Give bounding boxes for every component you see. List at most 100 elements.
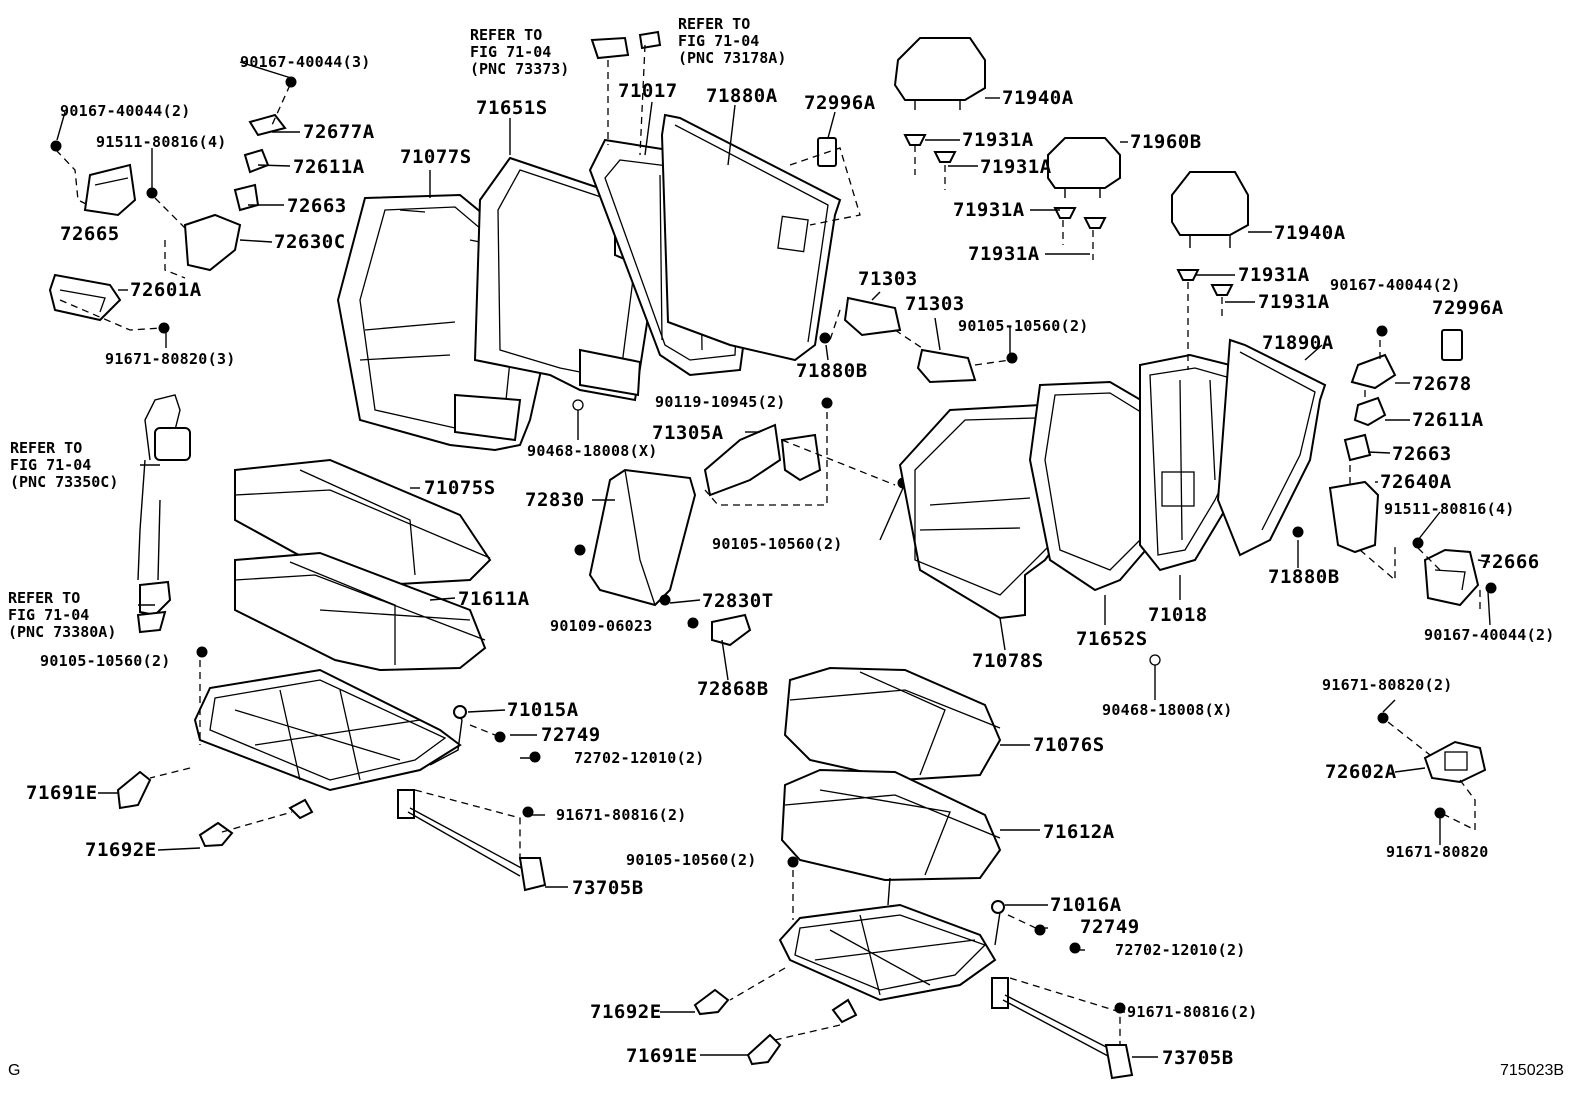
part-label: 73705B [572,877,644,899]
part-label: 72996A [804,92,876,114]
part-label: 71931A [1238,264,1310,286]
part-label: 71931A [968,243,1040,265]
part-label: 72749 [1080,916,1140,938]
part-label: 71890A [1262,332,1334,354]
fasteners [196,399,1161,1014]
part-label: 71078S [972,650,1044,672]
part-label: 71931A [962,129,1034,151]
part-label: 72666 [1480,551,1540,573]
seatback-board-left [660,113,842,362]
part-label: 91671-80816(2) [556,806,687,824]
part-label: 90105-10560(2) [626,851,757,869]
part-label: 71652S [1076,628,1148,650]
part-label: 71691E [26,782,98,804]
part-label: 71612A [1043,821,1115,843]
seat-frame-left [193,668,467,792]
part-label: 71303 [858,268,918,290]
part-label: 71077S [400,146,472,168]
part-label: 71880B [1268,566,1340,588]
leader-lines [56,61,1491,1058]
reference-note: REFER TO FIG 71-04 (PNC 73380A) [8,589,117,641]
part-label: 71017 [618,80,678,102]
part-label: 71691E [626,1045,698,1067]
part-label: 72830 [525,489,585,511]
part-label: 71303 [905,293,965,315]
headrests [893,37,1249,248]
part-label: 72702-12010(2) [1115,941,1246,959]
seatback-board-right [1216,338,1327,557]
part-label: 72830T [702,590,774,612]
part-label: 71075S [424,477,496,499]
part-label: 72665 [60,223,120,245]
part-label: 90105-10560(2) [40,652,171,670]
seat-frame-right [778,877,1005,1002]
strap-right [991,977,1134,1080]
part-label: 91671-80820(2) [1322,676,1453,694]
part-label: 71880B [796,360,868,382]
part-label: 71880A [706,85,778,107]
part-label: 71611A [458,588,530,610]
part-label: 72611A [293,156,365,178]
part-label: 90167-40044(2) [60,102,191,120]
part-label: 90167-40044(2) [1330,276,1461,294]
seat-cushion-right [780,666,1002,882]
reference-note: REFER TO FIG 71-04 (PNC 73178A) [678,15,787,67]
part-label: 90119-10945(2) [655,393,786,411]
part-label: 72868B [697,678,769,700]
part-label: 73705B [1162,1047,1234,1069]
seat-hooks-right [693,988,858,1066]
reference-note: REFER TO FIG 71-04 (PNC 73350C) [10,439,119,491]
part-label: 72640A [1380,471,1452,493]
part-label: 72749 [541,724,601,746]
seat-hooks-left [116,770,314,848]
part-label: 71960B [1130,131,1202,153]
part-label: 71016A [1050,894,1122,916]
hinge-parts-left [48,76,297,334]
part-label: 91511-80816(4) [1384,500,1515,518]
armrest [574,468,752,647]
part-label: 72677A [303,121,375,143]
part-label: 72611A [1412,409,1484,431]
part-label: 71940A [1002,87,1074,109]
part-label: 90468-18008(X) [1102,701,1233,719]
part-label: 72630C [274,231,346,253]
part-label: 71940A [1274,222,1346,244]
part-label: 91671-80820 [1386,843,1489,861]
part-label: 71651S [476,97,548,119]
part-label: 72663 [287,195,347,217]
part-label: 72601A [130,279,202,301]
part-label: 90468-18008(X) [527,442,658,460]
part-label: 72702-12010(2) [574,749,705,767]
part-label: 72602A [1325,761,1397,783]
part-label: 71931A [1258,291,1330,313]
part-label: 90167-40044(2) [1424,626,1555,644]
part-label: 71931A [980,156,1052,178]
reference-note: REFER TO FIG 71-04 (PNC 73373) [470,26,570,78]
hinge-parts-right [1292,325,1497,819]
part-label: 71692E [590,1001,662,1023]
part-label: 90167-40044(3) [240,53,371,71]
part-label: 72678 [1412,373,1472,395]
part-label: 72996A [1432,297,1504,319]
part-label: 90109-06023 [550,617,653,635]
part-label: 90105-10560(2) [958,317,1089,335]
diagram-code: 715023B [1500,1062,1565,1079]
part-label: 71018 [1148,604,1208,626]
part-label: 71931A [953,199,1025,221]
corner-mark: G [8,1062,21,1079]
seat-cushion-left [234,458,492,672]
part-label: 71692E [85,839,157,861]
part-label: 91511-80816(4) [96,133,227,151]
part-label: 72663 [1392,443,1452,465]
part-label: 71076S [1033,734,1105,756]
part-label: 90105-10560(2) [712,535,843,553]
strap-left [397,789,547,892]
part-label: 71305A [652,422,724,444]
dashed-lines [55,44,1481,1045]
center-brackets [703,296,1018,497]
seat-belt-left [136,394,191,634]
part-label: 91671-80820(3) [105,350,236,368]
part-label: 71015A [507,699,579,721]
